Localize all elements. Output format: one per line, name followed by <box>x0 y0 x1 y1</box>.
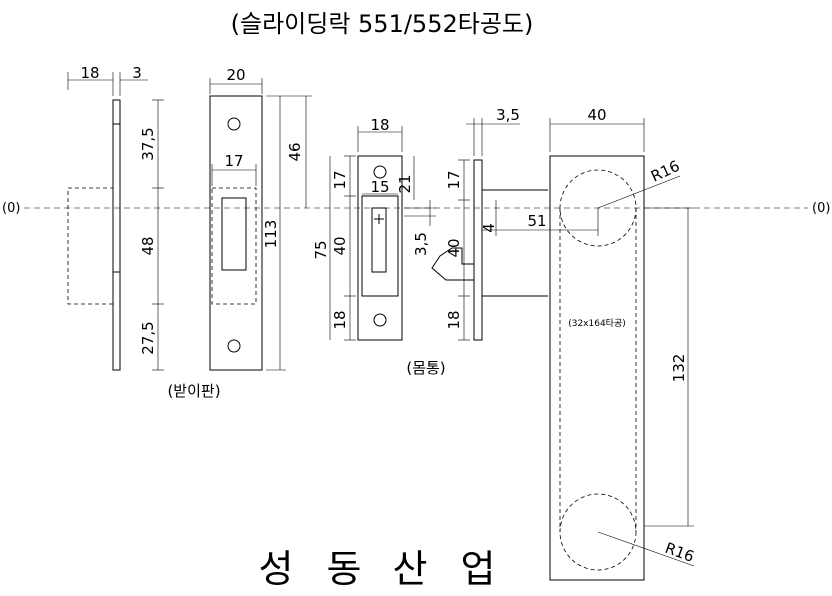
dim-hook-gap: 4 <box>480 223 498 233</box>
dim-hook-bottom: 18 <box>445 310 463 329</box>
dim-handle-backset: 51 <box>527 212 546 230</box>
strike-opening-hidden <box>211 187 257 305</box>
dim-strike-side-bottom: 27,5 <box>139 321 157 354</box>
caption-strike-plate: (받이판) <box>167 382 220 400</box>
dim-handle-centers: 132 <box>670 354 688 383</box>
handle-plate-outline <box>549 155 645 581</box>
center-label-right: (0) <box>812 201 830 216</box>
drawing-title: (슬라이딩락 551/552타공도) <box>231 10 534 38</box>
dim-hook-height: 40 <box>445 238 463 257</box>
strike-opening <box>221 197 247 271</box>
strike-plate-side-view: 18 3 37,5 48 27,5 <box>67 64 164 371</box>
dim-strike-front-total: 113 <box>262 220 280 249</box>
strike-plate-front-outline <box>209 95 263 371</box>
handle-plate-view: (32x164타공) 40 R16 R16 132 <box>549 106 697 581</box>
mortise-inner <box>361 195 399 297</box>
dim-strike-front-width: 20 <box>226 66 245 84</box>
faceplate-side <box>473 159 483 341</box>
body-screw-hole-bottom <box>373 313 387 327</box>
dim-body-inner: 15 <box>370 178 389 196</box>
company-char-2: 동 <box>327 547 362 591</box>
company-char-1: 성 <box>259 547 294 591</box>
caption-mortise-body: (몸통) <box>406 359 445 377</box>
dim-strike-side-width: 18 <box>80 64 99 82</box>
strike-plate-side-outline <box>112 99 121 371</box>
hook-latch-view: 3,5 17 40 18 4 51 <box>431 106 599 341</box>
dim-body-upper2: 21 <box>396 174 414 193</box>
dim-strike-side-mid: 48 <box>139 236 157 255</box>
dim-strike-front-upper: 46 <box>286 142 304 161</box>
dim-strike-side-top: 37,5 <box>139 127 157 160</box>
screw-hole-bottom <box>227 339 241 353</box>
dim-body-width: 18 <box>370 116 389 134</box>
caption-cutout: (32x164타공) <box>568 318 626 329</box>
body-screw-hole-top <box>373 165 387 179</box>
dim-body-bottom: 18 <box>331 310 349 329</box>
mortise-body-view: 18 15 17 40 18 75 21 3,5 (몸통) <box>312 116 446 377</box>
dim-handle-width: 40 <box>587 106 606 124</box>
dim-hook-upper: 17 <box>445 170 463 189</box>
dim-hook-plate: 3,5 <box>496 106 520 124</box>
company-name: 성 동 산 업 <box>259 547 496 591</box>
dim-body-offset: 3,5 <box>412 232 430 256</box>
strike-box-hidden <box>67 187 114 305</box>
company-char-4: 업 <box>461 547 496 591</box>
center-label-left: (0) <box>2 201 20 216</box>
screw-hole-top <box>227 117 241 131</box>
dim-strike-front-opening: 17 <box>224 152 243 170</box>
dim-body-height: 40 <box>331 236 349 255</box>
company-char-3: 산 <box>393 547 428 591</box>
mortise-body-outline <box>357 155 403 341</box>
strike-plate-front-view: 20 17 46 113 (받이판) <box>167 66 312 400</box>
hook-latch <box>431 247 475 281</box>
dim-body-total: 75 <box>312 240 330 259</box>
dim-strike-side-thick: 3 <box>132 64 142 82</box>
radius-top-label: R16 <box>648 157 682 186</box>
radius-bottom-label: R16 <box>663 539 697 566</box>
dim-body-upper: 17 <box>331 170 349 189</box>
mortise-slot <box>371 207 387 273</box>
